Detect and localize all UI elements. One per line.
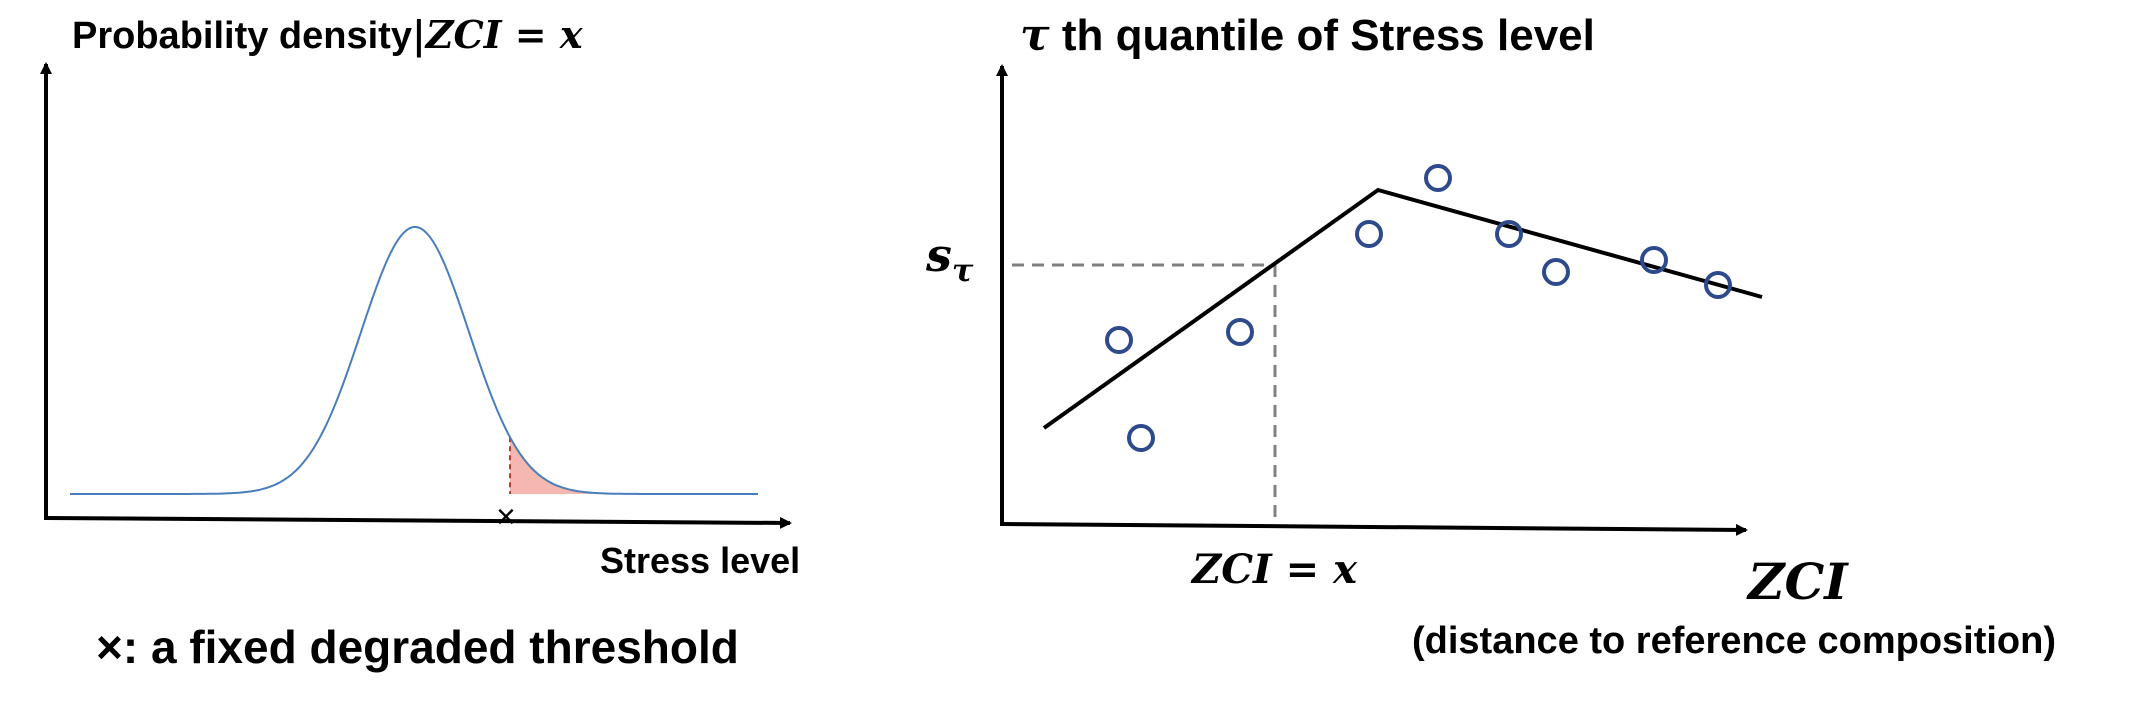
left-x-axis [45,516,792,529]
y-tick-s: s [926,228,952,282]
density-curve [70,226,758,495]
data-point [1542,258,1570,286]
data-point [1226,318,1254,346]
y-tick-s-tau: sτ [926,228,973,289]
data-point [1495,220,1523,248]
data-point [1105,326,1133,354]
data-point [1127,424,1155,452]
tau-symbol: τ [1020,10,1050,61]
piecewise-quantile-line [1042,187,1763,430]
data-point [1355,220,1383,248]
y-tick-tau-subscript: τ [951,251,974,290]
left-y-axis-title-condition: |ZCI = x [411,12,583,57]
left-x-axis-label: Stress level [600,540,801,581]
right-x-axis [1001,522,1748,536]
threshold-marker: × [496,498,516,536]
data-point [1424,164,1452,192]
left-density-panel [40,62,792,529]
left-y-axis-title: Probability density|ZCI = x [72,12,583,58]
right-y-axis-title: τ th quantile of Stress level [1020,10,1595,61]
data-points [1105,164,1732,452]
right-x-axis-label: ZCI [1748,552,1848,611]
data-point [1640,246,1668,274]
left-y-axis-title-text: Probability density [72,15,412,57]
threshold-legend: ×: a fixed degraded threshold [96,621,739,673]
tail-area-shading [510,437,758,494]
x-tick-zci-equals-x: ZCI = x [1192,546,1357,593]
right-x-axis-sublabel: (distance to reference composition) [1412,620,2057,662]
data-point [1704,271,1732,299]
right-y-axis-title-text: th quantile of Stress level [1049,11,1595,60]
right-quantile-panel [996,64,1763,536]
